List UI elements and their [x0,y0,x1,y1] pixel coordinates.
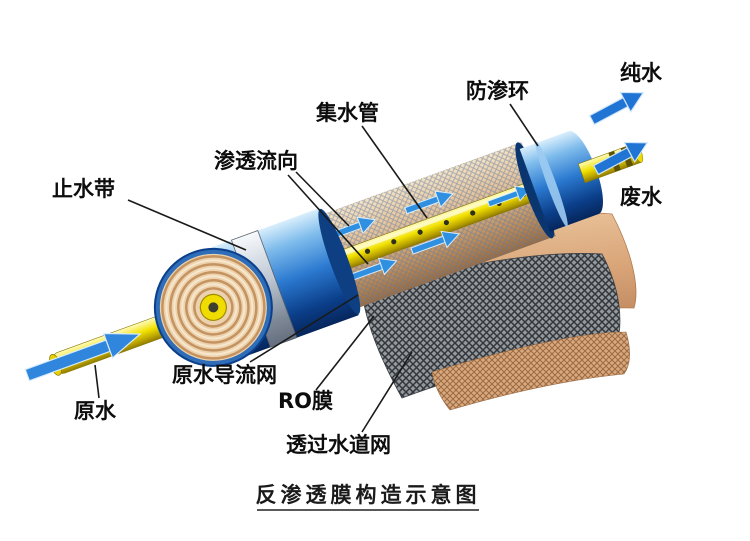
label-feed-spacer-mesh: 原水导流网 [172,363,277,387]
label-waste-water: 废水 [620,185,663,209]
leader-feed-spacer-mesh [249,294,359,363]
label-raw-water: 原水 [74,399,117,423]
label-water-stop-band: 止水带 [52,177,115,201]
label-anti-seep-ring: 防渗环 [466,79,529,103]
raw-water-arrow [24,332,142,382]
leader-collector-pipe [361,125,428,219]
label-collector-pipe: 集水管 [315,101,379,125]
leader-permeate-channel-mesh [361,351,413,433]
shell-seam-ring [318,208,361,315]
leader-raw-water [94,364,100,399]
membrane-element [24,131,644,382]
leader-permeate-flow-2 [287,174,369,265]
label-permeate-flow: 渗透流向 [214,149,298,173]
leader-ro-membrane [315,315,375,391]
spiral-face [153,247,273,367]
label-pure-water: 纯水 [620,61,663,85]
label-ro-membrane: RO膜 [278,389,333,413]
anti-seep-ring [535,141,568,228]
label-permeate-channel-mesh: 透过水道网 [286,433,391,457]
leader-permeate-flow-1 [295,171,350,227]
membrane-bottom-strip [431,331,630,411]
pure-water-arrow [586,82,649,131]
leader-anti-seep-ring [509,103,539,147]
end-cap [515,131,644,239]
leader-water-stop-band [127,199,247,251]
leader-lines [94,103,539,433]
caption-title: 反渗透膜构造示意图 [256,483,481,507]
